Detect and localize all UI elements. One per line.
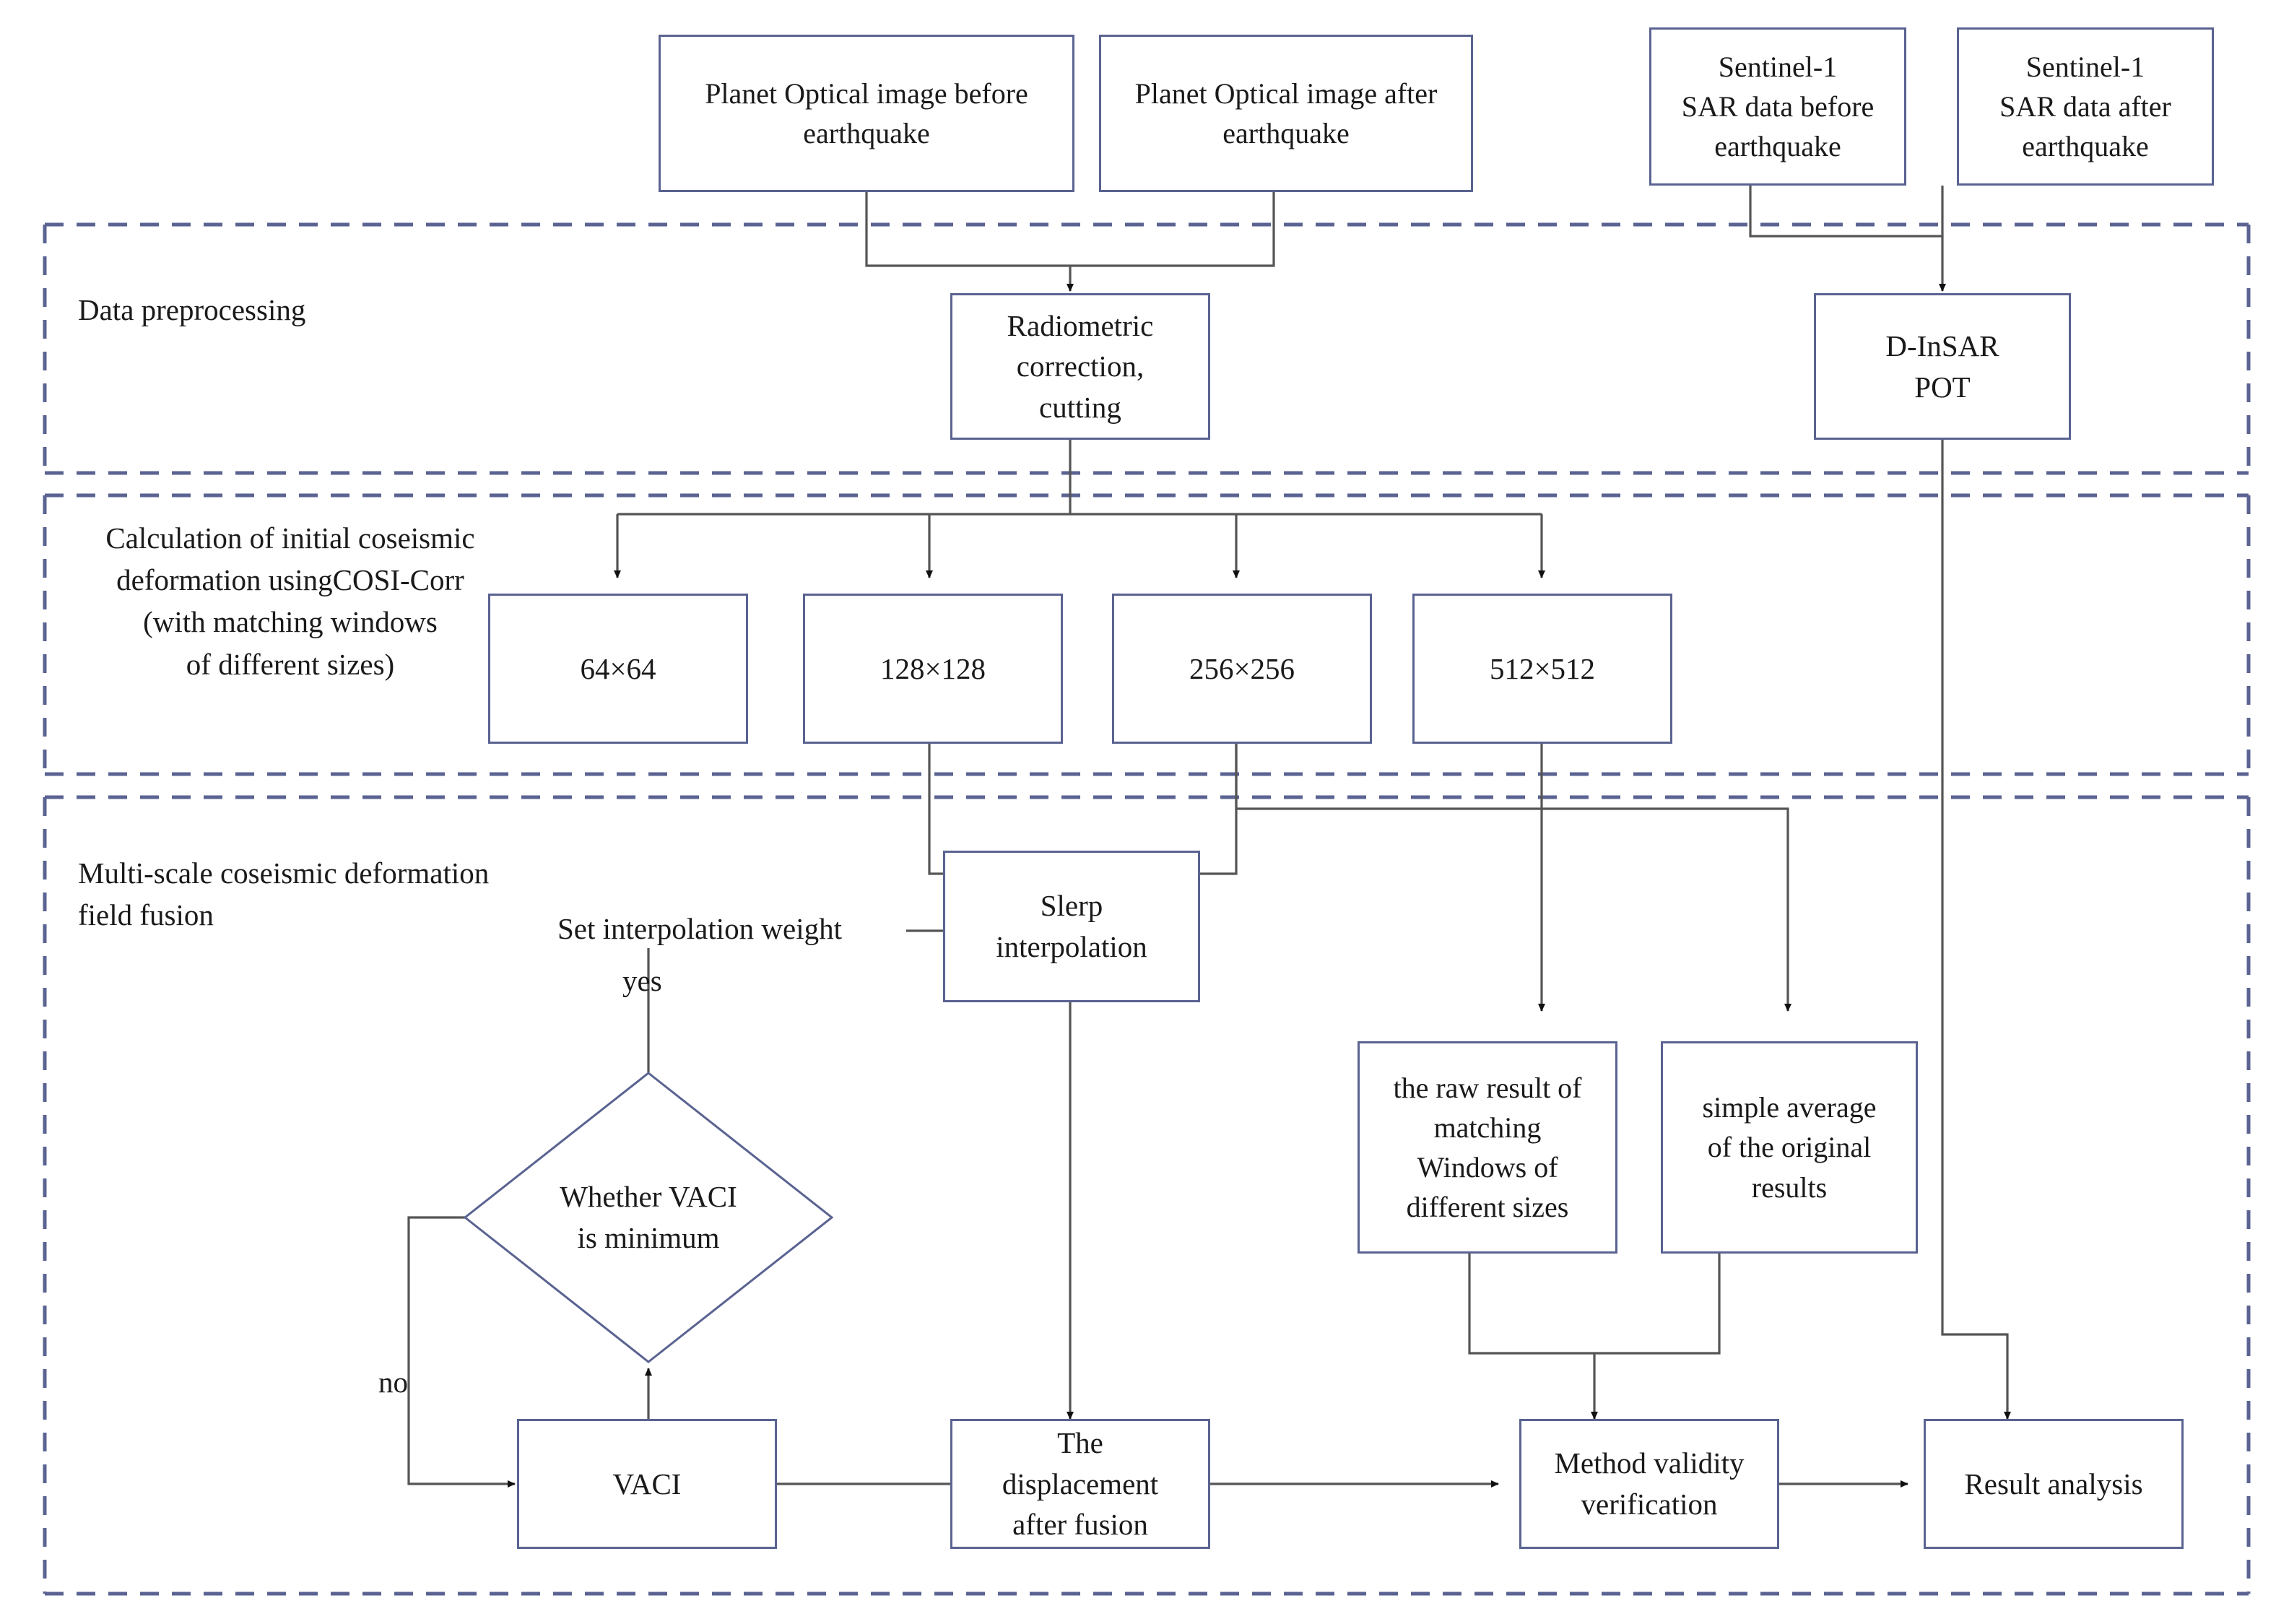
- node-window-64[interactable]: 64×64: [488, 594, 748, 744]
- node-planet-after[interactable]: Planet Optical image after earthquake: [1099, 35, 1473, 192]
- node-label: Sentinel-1 SAR data before earthquake: [1681, 50, 1875, 163]
- node-sentinel-before[interactable]: Sentinel-1 SAR data before earthquake: [1649, 27, 1906, 186]
- node-label: Sentinel-1 SAR data after earthquake: [1999, 50, 2171, 163]
- node-label: the raw result of matching Windows of di…: [1393, 1071, 1582, 1224]
- node-label: Method validity verification: [1554, 1446, 1745, 1521]
- node-label: The displacement after fusion: [1002, 1426, 1159, 1542]
- node-label: Slerp interpolation: [996, 889, 1147, 963]
- node-result-analysis[interactable]: Result analysis: [1924, 1419, 2184, 1549]
- decision-label: Whether VACI is minimum: [560, 1179, 737, 1254]
- node-vaci[interactable]: VACI: [517, 1419, 777, 1549]
- edge-label-set-interpolation-weight: Set interpolation weight: [557, 912, 842, 945]
- node-label: VACI: [612, 1467, 682, 1501]
- edge-label-no: no: [378, 1365, 408, 1399]
- node-dinsar-pot[interactable]: D-InSAR POT: [1814, 293, 2071, 440]
- node-planet-before[interactable]: Planet Optical image before earthquake: [659, 35, 1074, 192]
- node-slerp-interpolation[interactable]: Slerp interpolation: [943, 851, 1200, 1002]
- decision-diamond: [463, 1072, 834, 1363]
- node-sentinel-after[interactable]: Sentinel-1 SAR data after earthquake: [1957, 27, 2214, 186]
- node-label: Radiometric correction, cutting: [1007, 308, 1154, 424]
- node-raw-result[interactable]: the raw result of matching Windows of di…: [1358, 1041, 1617, 1254]
- band-label-preprocessing: Data preprocessing: [78, 293, 306, 326]
- node-window-256[interactable]: 256×256: [1112, 594, 1372, 744]
- node-label: 128×128: [879, 651, 986, 685]
- node-label: 256×256: [1189, 651, 1295, 685]
- node-window-512[interactable]: 512×512: [1412, 594, 1672, 744]
- node-displacement-after-fusion[interactable]: The displacement after fusion: [950, 1419, 1210, 1549]
- node-window-128[interactable]: 128×128: [803, 594, 1063, 744]
- node-label: Planet Optical image before earthquake: [705, 77, 1028, 149]
- node-label: 64×64: [580, 651, 656, 685]
- decision-whether-vaci-minimum[interactable]: Whether VACI is minimum: [465, 1073, 832, 1362]
- node-simple-average[interactable]: simple average of the original results: [1661, 1041, 1918, 1254]
- node-label: Planet Optical image after earthquake: [1134, 77, 1438, 149]
- node-radiometric-correction[interactable]: Radiometric correction, cutting: [950, 293, 1210, 440]
- band-label-fusion: Multi-scale coseismic deformation field …: [78, 856, 490, 932]
- node-label: 512×512: [1489, 651, 1596, 685]
- edge-label-yes: yes: [622, 964, 662, 997]
- node-label: Result analysis: [1964, 1467, 2143, 1501]
- node-label: simple average of the original results: [1702, 1091, 1877, 1204]
- node-method-validity-verification[interactable]: Method validity verification: [1519, 1419, 1779, 1549]
- node-label: D-InSAR POT: [1885, 329, 1999, 404]
- band-label-calculation: Calculation of initial coseismic deforma…: [105, 521, 475, 681]
